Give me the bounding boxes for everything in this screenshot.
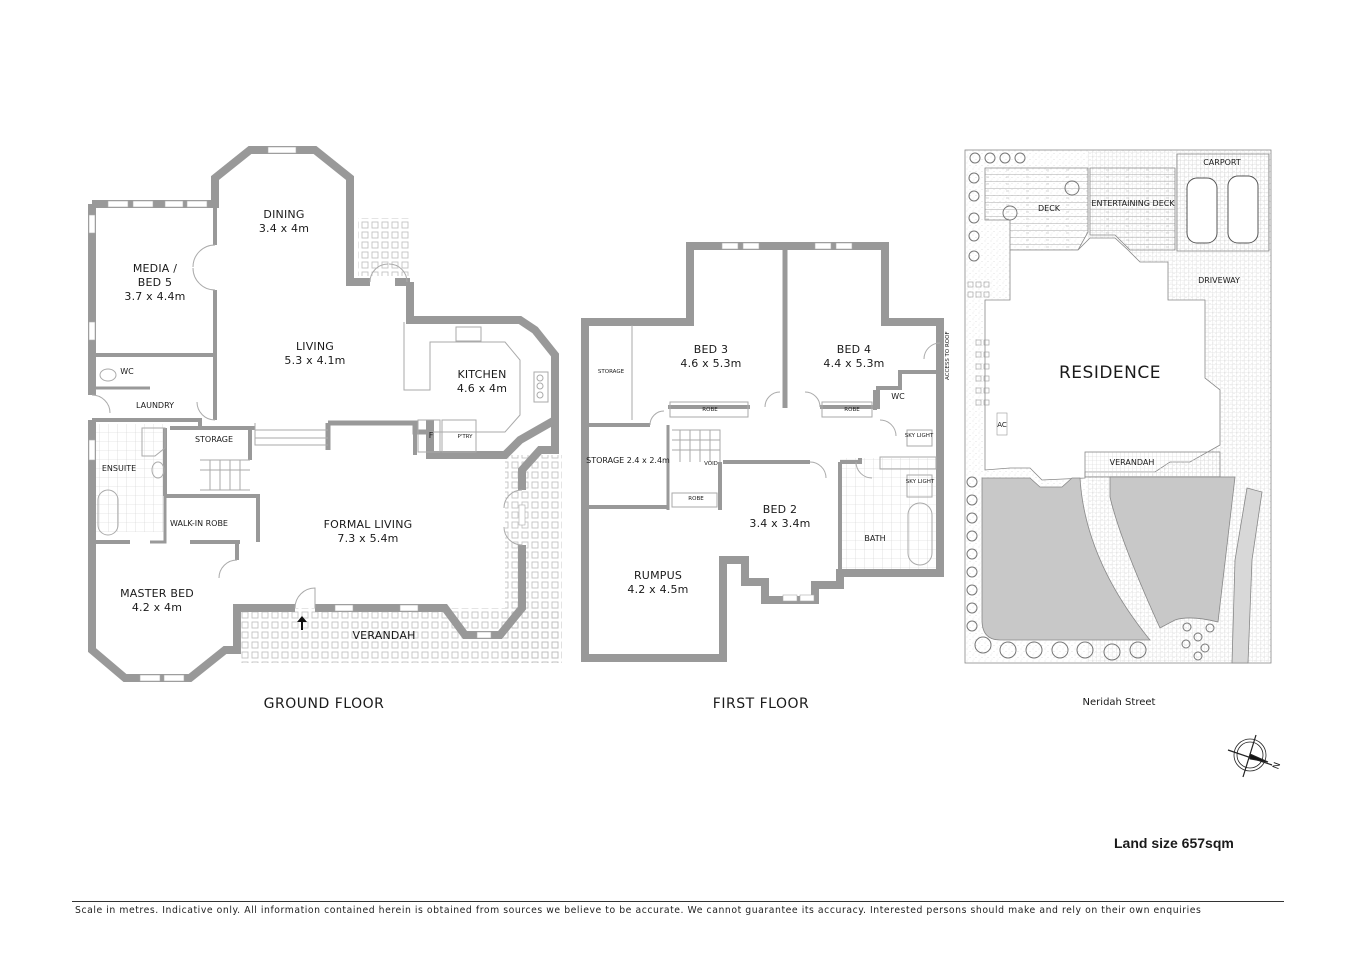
room-bed4: BED 4 4.4 x 5.3m	[823, 343, 885, 370]
site-driveway: DRIVEWAY	[1198, 276, 1240, 285]
footer-divider	[72, 901, 1284, 902]
room-ensuite: ENSUITE	[101, 464, 137, 473]
land-size: Land size 657sqm	[1114, 835, 1234, 851]
skylight-2: SKY LIGHT	[905, 479, 935, 485]
robe-bed3-label: ROBE	[702, 407, 718, 413]
first-floor-title: FIRST FLOOR	[712, 696, 810, 712]
access-to-roof-label: ACCESS TO ROOF	[945, 331, 951, 380]
room-storage-upper: STORAGE 2.4 x 2.4m	[586, 456, 670, 465]
first-floor-windows	[721, 242, 853, 602]
compass-icon	[1227, 734, 1273, 778]
disclaimer-text: Scale in metres. Indicative only. All in…	[75, 905, 1202, 916]
storage-closet-label: STORAGE	[597, 369, 625, 375]
room-master-bed: MASTER BED 4.2 x 4m	[120, 587, 194, 614]
first-floor-fixtures	[631, 325, 941, 566]
room-wc: WC	[120, 367, 134, 376]
entry-arrow-icon	[297, 616, 307, 630]
site-plan	[964, 149, 1272, 664]
room-media-bed5: MEDIA / BED 5 3.7 x 4.4m	[124, 262, 186, 303]
site-residence: RESIDENCE	[1058, 363, 1162, 383]
room-living: LIVING 5.3 x 4.1m	[284, 340, 346, 367]
first-floor-plan	[581, 242, 944, 662]
ground-floor-fixtures	[91, 244, 549, 609]
fridge-label: F	[428, 431, 434, 440]
robe-bed4-label: ROBE	[844, 407, 860, 413]
room-wc-upper: WC	[891, 392, 905, 401]
site-verandah: VERANDAH	[1109, 458, 1155, 467]
street-name: Neridah Street	[1082, 697, 1156, 708]
ground-floor-title: GROUND FLOOR	[263, 696, 385, 712]
site-carport: CARPORT	[1203, 158, 1241, 167]
room-formal-living: FORMAL LIVING 7.3 x 5.4m	[323, 518, 413, 545]
void-label: VOID	[704, 461, 718, 467]
room-laundry: LAUNDRY	[135, 401, 175, 410]
room-bed2: BED 2 3.4 x 3.4m	[749, 503, 811, 530]
room-bed3: BED 3 4.6 x 5.3m	[680, 343, 742, 370]
room-kitchen: KITCHEN 4.6 x 4m	[456, 368, 508, 395]
pantry-label: P'TRY	[457, 434, 473, 440]
room-storage: STORAGE	[194, 435, 234, 444]
ground-floor-windows	[88, 146, 526, 682]
robe-bed2-label: ROBE	[688, 496, 704, 502]
site-ac: AC	[997, 421, 1007, 429]
room-verandah: VERANDAH	[352, 629, 416, 642]
room-rumpus: RUMPUS 4.2 x 4.5m	[627, 569, 689, 596]
room-walk-in-robe: WALK-IN ROBE	[170, 519, 228, 528]
room-dining: DINING 3.4 x 4m	[258, 208, 310, 235]
site-deck: DECK	[1037, 204, 1061, 213]
site-entertaining-deck: ENTERTAINING DECK	[1091, 199, 1175, 208]
skylight-1: SKY LIGHT	[904, 433, 934, 439]
room-bath: BATH	[864, 534, 886, 543]
